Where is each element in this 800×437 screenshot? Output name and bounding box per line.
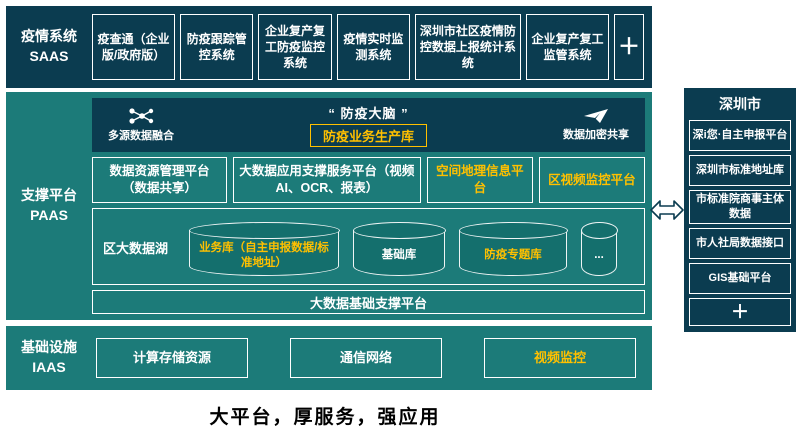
iaas-band: 基础设施 IAAS 计算存储资源 通信网络 视频监控 <box>6 326 652 390</box>
diagram-caption: 大平台，厚服务，强应用 <box>209 407 441 428</box>
paas-label-cn: 支撑平台 <box>21 187 77 204</box>
video-monitor-platform-box: 区视频监控平台 <box>538 157 645 203</box>
data-lake-label: 区大数据湖 <box>103 241 169 256</box>
saas-box-community-report: 深圳市社区疫情防控数据上报统计系统 <box>414 14 521 80</box>
iaas-label-cn: 基础设施 <box>21 339 77 356</box>
city-box-self-report: 深i您·自主申报平台 <box>689 120 791 151</box>
saas-box-resume-monitor: 企业复产复工防疫监控系统 <box>258 14 332 80</box>
saas-band: 疫情系统 SAAS 疫查通（企业版/政府版） 防疫跟踪管控系统 企业复产复工防疫… <box>6 6 652 88</box>
saas-plus-box: ＋ <box>613 14 644 80</box>
video-surveillance-box: 视频监控 <box>484 338 636 378</box>
compute-storage-box: 计算存储资源 <box>96 338 248 378</box>
plane-icon <box>583 109 608 123</box>
double-arrow-icon <box>650 200 684 220</box>
paas-content: 多源数据融合 “ 防疫大脑 ” 防疫业务生产库 数据加密共享 数据资源管理平台（… <box>92 92 652 320</box>
data-fusion-label: 多源数据融合 <box>108 130 174 142</box>
business-db-label: 业务库（自主申报数据/标准地址） <box>199 241 329 269</box>
epidemic-db-label: 防疫专题库 <box>484 249 542 262</box>
saas-box-yichatong: 疫查通（企业版/政府版） <box>92 14 176 80</box>
city-box-hr-api: 市人社局数据接口 <box>689 227 791 259</box>
data-resource-platform-box: 数据资源管理平台（数据共享） <box>92 157 227 203</box>
city-panel-title: 深圳市 <box>719 96 761 112</box>
data-share-label: 数据加密共享 <box>562 129 629 141</box>
bigdata-base-platform-bar: 大数据基础支撑平台 <box>92 290 645 314</box>
epidemic-brain-bar: 多源数据融合 “ 防疫大脑 ” 防疫业务生产库 数据加密共享 <box>92 98 645 152</box>
city-plus-box: ＋ <box>689 297 791 326</box>
brain-title: “ 防疫大脑 ” <box>328 106 409 121</box>
iaas-band-label: 基础设施 IAAS <box>6 326 92 390</box>
saas-boxes: 疫查通（企业版/政府版） 防疫跟踪管控系统 企业复产复工防疫监控系统 疫情实时监… <box>92 6 652 88</box>
epidemic-db-cylinder: 防疫专题库 <box>458 221 568 276</box>
city-box-gis-platform: GIS基础平台 <box>689 262 791 294</box>
saas-label-cn: 疫情系统 <box>21 28 77 45</box>
paas-band-label: 支撑平台 PAAS <box>6 92 92 320</box>
city-box-address-db: 深圳市标准地址库 <box>689 155 791 186</box>
saas-box-resume-supervise: 企业复产复工监管系统 <box>525 14 609 80</box>
data-share-group: 数据加密共享 <box>563 108 629 142</box>
saas-band-label: 疫情系统 SAAS <box>6 6 92 88</box>
basic-db-cylinder: 基础库 <box>352 221 446 276</box>
network-fusion-icon <box>129 108 154 124</box>
more-db-cylinder: ... <box>580 221 618 276</box>
paas-label-en: PAAS <box>30 207 68 223</box>
iaas-boxes: 计算存储资源 通信网络 视频监控 <box>92 326 652 390</box>
data-fusion-group: 多源数据融合 <box>108 107 174 143</box>
production-db-box: 防疫业务生产库 <box>309 124 427 147</box>
saas-box-realtime: 疫情实时监测系统 <box>336 14 410 80</box>
brain-center: “ 防疫大脑 ” 防疫业务生产库 <box>309 103 427 147</box>
more-db-label: ... <box>594 249 604 262</box>
business-db-cylinder: 业务库（自主申报数据/标准地址） <box>188 221 340 276</box>
geo-info-platform-box: 空间地理信息平台 <box>426 157 533 203</box>
saas-box-tracking: 防疫跟踪管控系统 <box>180 14 254 80</box>
saas-label-en: SAAS <box>29 48 69 64</box>
city-box-commercial-data: 市标准院商事主体数据 <box>689 190 791 224</box>
bigdata-app-platform-box: 大数据应用支撑服务平台（视频AI、OCR、报表） <box>232 157 421 203</box>
district-data-lake: 区大数据湖 业务库（自主申报数据/标准地址） 基础库 防疫专题库 ... <box>92 208 645 285</box>
comm-network-box: 通信网络 <box>290 338 442 378</box>
basic-db-label: 基础库 <box>381 249 417 262</box>
iaas-label-en: IAAS <box>32 359 66 375</box>
shenzhen-city-panel: 深圳市 深i您·自主申报平台 深圳市标准地址库 市标准院商事主体数据 市人社局数… <box>684 88 796 332</box>
paas-band: 支撑平台 PAAS 多源数据融合 <box>6 92 652 320</box>
platform-row: 数据资源管理平台（数据共享） 大数据应用支撑服务平台（视频AI、OCR、报表） … <box>92 157 645 203</box>
